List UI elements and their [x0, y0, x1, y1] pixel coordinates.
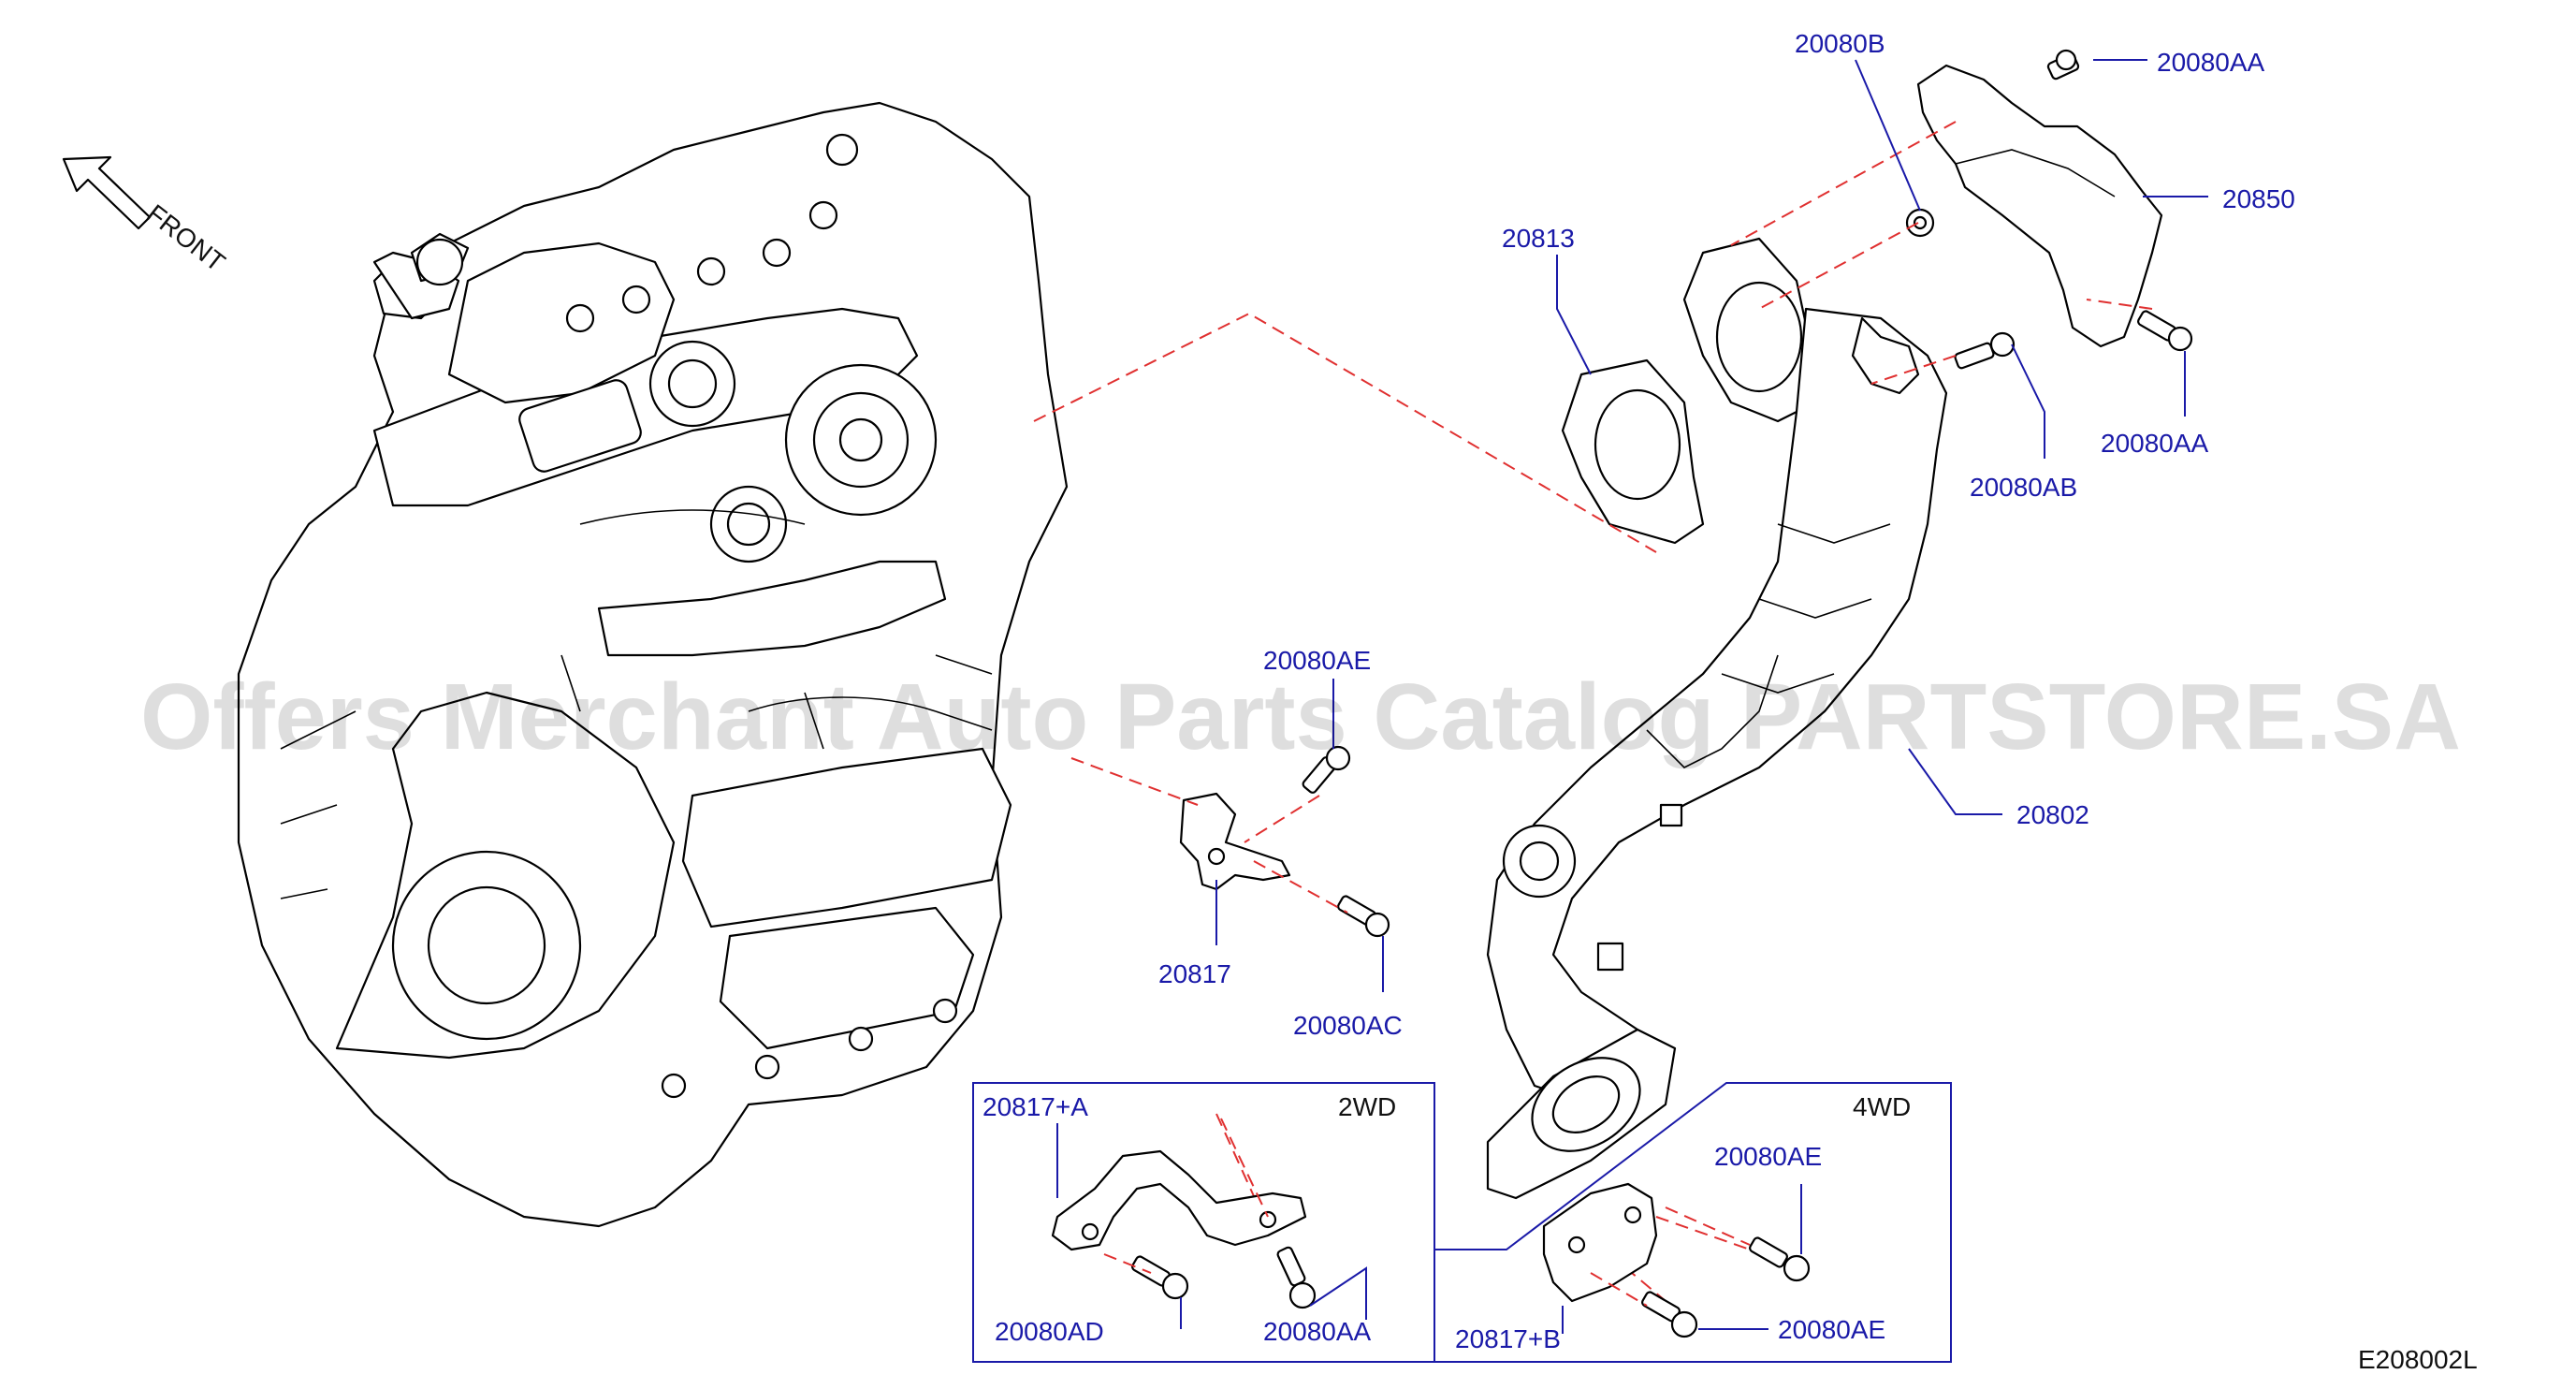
variant-box-4wd	[1434, 1082, 1952, 1363]
engine-assembly-drawing	[237, 101, 1069, 1228]
label-20080aa-top: 20080AA	[2157, 48, 2265, 77]
label-20080ae-box-top: 20080AE	[1714, 1142, 1822, 1171]
bolt-20080ae-box-bottom	[1641, 1291, 1698, 1338]
label-20080ae-box-bottom: 20080AE	[1778, 1315, 1885, 1344]
label-20080ad: 20080AD	[995, 1317, 1104, 1346]
bracket-20817	[1179, 792, 1291, 891]
front-label: FRONT	[141, 198, 230, 277]
front-direction-arrow: FRONT	[62, 155, 230, 277]
label-20817: 20817	[1158, 959, 1231, 988]
label-20813: 20813	[1502, 224, 1575, 253]
label-20080ae-mid: 20080AE	[1263, 646, 1371, 675]
label-20850: 20850	[2222, 184, 2295, 213]
variant-label-4wd: 4WD	[1853, 1092, 1911, 1121]
leader-lines	[1056, 59, 2208, 1334]
label-20080ab: 20080AB	[1970, 473, 2077, 502]
label-20080aa-right: 20080AA	[2101, 429, 2209, 458]
bolt-20080ad	[1131, 1255, 1189, 1300]
label-20080ac: 20080AC	[1293, 1011, 1403, 1040]
label-20080b: 20080B	[1795, 29, 1885, 58]
bolt-20080ae-box-top	[1749, 1236, 1811, 1282]
bolt-20080ae-mid	[1302, 745, 1351, 794]
diagram-code: E208002L	[2358, 1345, 2478, 1374]
bolt-20080aa-top	[2046, 49, 2080, 80]
bracket-20817b	[1542, 1182, 1658, 1303]
label-20080aa-2wd: 20080AA	[1263, 1317, 1372, 1346]
heat-shield-20850	[1916, 64, 2163, 348]
bolt-20080aa-2wd	[1276, 1246, 1317, 1309]
bolt-20080aa-right	[2137, 310, 2193, 352]
watermark: Offers Merchant Auto Parts Catalog PARTS…	[140, 665, 2461, 769]
label-20817a: 20817+A	[982, 1092, 1088, 1121]
bracket-20817a	[1051, 1149, 1307, 1251]
label-20817b: 20817+B	[1455, 1324, 1561, 1353]
exhaust-manifold-catalyst-20802	[1486, 307, 1948, 1200]
bolt-20080ab	[1954, 331, 2016, 370]
label-20802: 20802	[2016, 800, 2089, 829]
bolt-20080ac	[1337, 895, 1390, 938]
variant-label-2wd: 2WD	[1338, 1092, 1396, 1121]
nut-20080b	[1905, 208, 1935, 238]
